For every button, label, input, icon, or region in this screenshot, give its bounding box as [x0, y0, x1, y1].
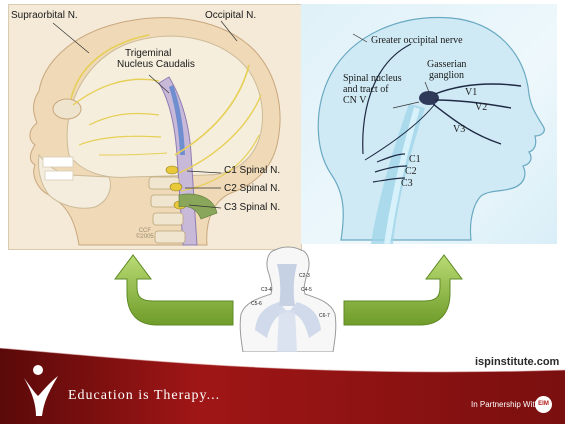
figure-logo-icon — [18, 360, 64, 418]
trigeminal-anatomy-illustration: Supraorbital N. Occipital N. Trigeminal … — [8, 4, 302, 250]
c2-3-dermatome-label: C2-3 — [299, 274, 310, 279]
gasserian-label: Gasserian — [427, 60, 466, 71]
neck-shoulder-dermatome-figure: C2-3 C3-4 C4-5 C5-6 C6-7 — [237, 244, 339, 352]
c6-7-dermatome-label: C6-7 — [319, 314, 330, 319]
greater-occipital-nerve-label: Greater occipital nerve — [371, 36, 463, 47]
ccf-watermark-year: ©2005 — [136, 234, 154, 240]
ispi-logo — [18, 360, 64, 418]
c1-root-label: C1 — [409, 155, 421, 166]
v2-label: V2 — [475, 103, 487, 114]
cn-v-label: CN V — [343, 96, 366, 107]
nucleus-caudalis-label: Nucleus Caudalis — [117, 60, 195, 71]
supraorbital-nerve-label: Supraorbital N. — [11, 11, 78, 22]
arrow-to-left-illustration — [113, 253, 235, 329]
eim-logo: EIM — [535, 396, 552, 413]
occipital-nerve-label: Occipital N. — [205, 11, 256, 22]
arrow-to-right-illustration — [342, 253, 464, 329]
c3-spinal-nerve-label: C3 Spinal N. — [224, 203, 280, 214]
partnership-text: In Partnership With — [471, 400, 539, 409]
neck-torso-drawing — [237, 244, 339, 352]
v1-label: V1 — [465, 88, 477, 99]
curved-arrow-icon — [113, 253, 235, 329]
and-tract-of-label: and tract of — [343, 85, 389, 96]
tagline-text: Education is Therapy... — [68, 388, 220, 404]
website-url: ispinstitute.com — [475, 356, 559, 368]
c1-spinal-nerve-label: C1 Spinal N. — [224, 166, 280, 177]
c3-4-dermatome-label: C3-4 — [261, 288, 272, 293]
c5-6-dermatome-label: C5-6 — [251, 302, 262, 307]
trigeminocervical-illustration: Greater occipital nerve Gasserian gangli… — [301, 4, 557, 244]
c2-spinal-nerve-label: C2 Spinal N. — [224, 184, 280, 195]
ccf-watermark: CCF ©2005 — [136, 228, 154, 240]
spinal-nucleus-label: Spinal nucleus — [343, 74, 402, 85]
c2-root-label: C2 — [405, 167, 417, 178]
ganglion-label: ganglion — [429, 71, 464, 82]
trigeminal-label: Trigeminal — [125, 49, 171, 60]
c3-root-label: C3 — [401, 179, 413, 190]
curved-arrow-icon — [342, 253, 464, 329]
c4-5-dermatome-label: C4-5 — [301, 288, 312, 293]
v3-label: V3 — [453, 125, 465, 136]
